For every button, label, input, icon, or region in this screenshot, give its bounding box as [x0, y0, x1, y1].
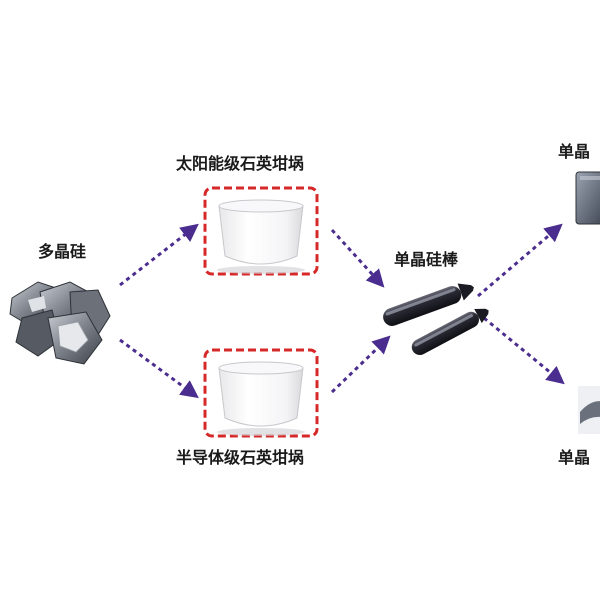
ingot-image — [383, 283, 489, 356]
solar-crucible-image — [203, 186, 319, 276]
output-top-image — [575, 171, 600, 225]
arrow-solar-to-ingot — [330, 228, 385, 288]
arrow-semi-to-ingot — [330, 335, 391, 394]
polysilicon-image — [9, 281, 111, 365]
arrow-poly-to-semi — [119, 338, 199, 399]
arrow-poly-to-solar — [119, 223, 199, 287]
semi-crucible-label: 半导体级石英坩埚 — [176, 448, 305, 467]
semi-crucible-image — [203, 348, 319, 438]
output-top-label: 单晶 — [558, 142, 591, 161]
solar-crucible-label: 太阳能级石英坩埚 — [176, 154, 305, 173]
arrow-ingot-to-bottom — [483, 316, 565, 385]
arrow-ingot-to-top — [477, 223, 563, 298]
output-bottom-image — [578, 386, 600, 434]
polysilicon-label: 多晶硅 — [38, 242, 87, 261]
output-bottom-label: 单晶 — [558, 448, 591, 467]
ingot-label: 单晶硅棒 — [394, 250, 459, 269]
